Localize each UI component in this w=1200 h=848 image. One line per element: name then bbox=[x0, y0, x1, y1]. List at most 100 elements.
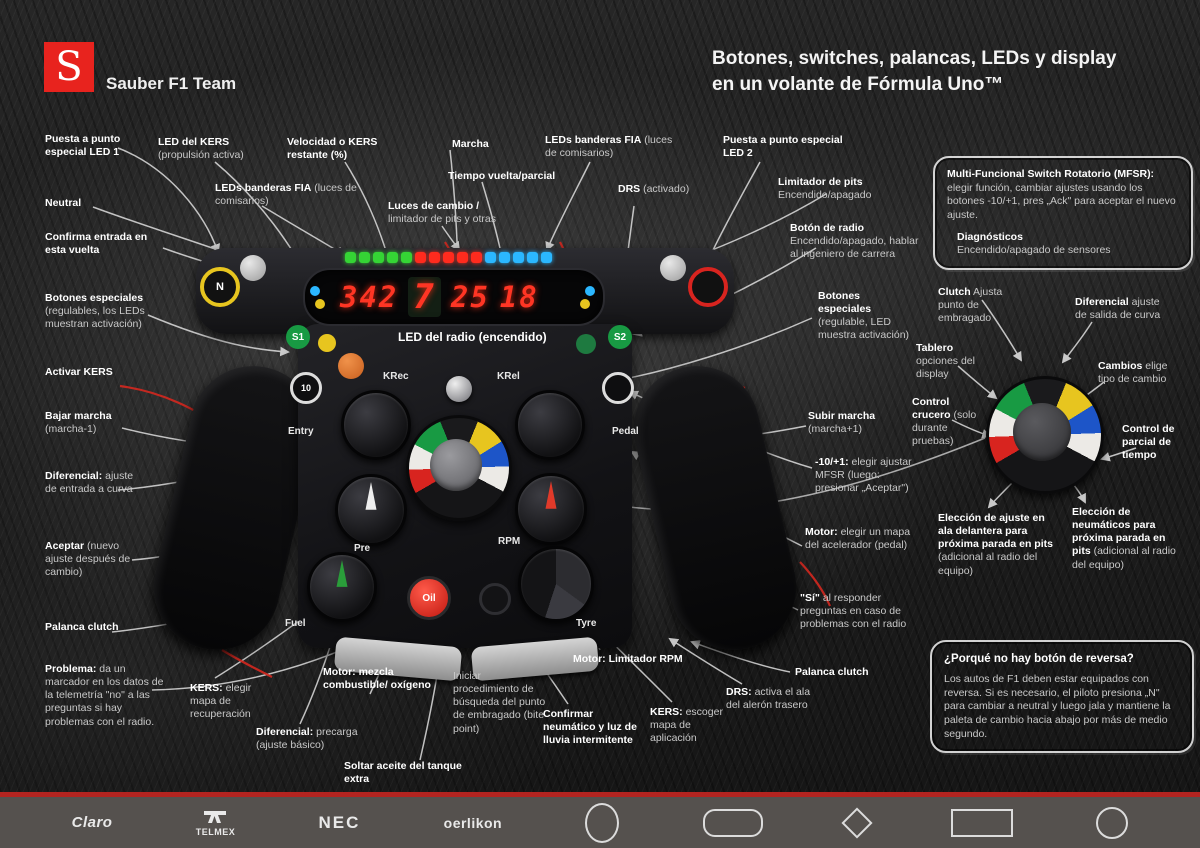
callout-mfsr-diferencial: Diferencial ajuste de salida de curva bbox=[1075, 296, 1161, 322]
callout-puesta-led1: Puesta a punto especial LED 1 bbox=[45, 133, 121, 159]
top-right-red-button bbox=[688, 267, 728, 307]
s2-button: S2 bbox=[608, 325, 632, 349]
s1-button: S1 bbox=[286, 325, 310, 349]
callout-mfsr-neumaticos: Elección de neumáticos para próxima para… bbox=[1072, 506, 1176, 571]
wheel-right-grip bbox=[621, 353, 809, 663]
sponsor-oerlikon: oerlikon bbox=[443, 814, 503, 831]
callout-si-responder: "Sí" al responder preguntas en caso de p… bbox=[800, 592, 907, 631]
team-name: Sauber F1 Team bbox=[106, 74, 237, 93]
led-red bbox=[457, 252, 468, 263]
rpm-knob bbox=[515, 473, 587, 545]
reversa-panel: ¿Porqué no hay botón de reversa? Los aut… bbox=[930, 640, 1194, 754]
sponsor-emblem-diamond-icon bbox=[841, 806, 873, 839]
neutral-button: N bbox=[200, 267, 240, 307]
led-blue bbox=[485, 252, 496, 263]
callout-mfsr-clutch: Clutch Ajusta punto de embragado bbox=[938, 286, 1003, 325]
mfsr-heading: Multi-Funcional Switch Rotatorio (MFSR): bbox=[947, 168, 1155, 180]
callout-boton-radio: Botón de radio Encendido/apagado, hablar… bbox=[790, 222, 919, 261]
entry-knob-label: Entry bbox=[288, 426, 314, 437]
radio-led-ball bbox=[446, 376, 472, 402]
oil-button: Oil bbox=[407, 576, 451, 620]
fuel-knob-label: Fuel bbox=[285, 618, 306, 629]
callout-confirmar-neumatico: Confirmar neumático y luz de lluvia inte… bbox=[543, 708, 637, 747]
callout-soltar-aceite: Soltar aceite del tanque extra bbox=[344, 760, 462, 786]
callout-confirma-entrada: Confirma entrada en esta vuelta bbox=[45, 231, 148, 257]
callout-mfsr-tablero: Tablero opciones del display bbox=[916, 342, 975, 381]
page-title-line1: Botones, switches, palancas, LEDs y disp… bbox=[712, 48, 1117, 69]
callout-marcha: Marcha bbox=[452, 138, 489, 150]
sponsor-emblem-crest-icon bbox=[1096, 806, 1129, 839]
callout-mfsr-ala-delantera: Elección de ajuste en ala delantera para… bbox=[938, 512, 1053, 577]
mfsr-diagnosticos: Diagnósticos bbox=[957, 230, 1023, 243]
pre-knob bbox=[335, 474, 407, 546]
page-title: Botones, switches, palancas, LEDs y disp… bbox=[712, 46, 1116, 97]
krec-knob-label: KRec bbox=[383, 371, 409, 382]
callout-luces-cambio: Luces de cambio / limitador de pits y ot… bbox=[388, 200, 496, 226]
callout-activar-kers: Activar KERS bbox=[45, 366, 113, 378]
led-yellow-small-right bbox=[580, 299, 590, 309]
led-red bbox=[429, 252, 440, 263]
sponsor-telmex: TELMEX bbox=[196, 809, 236, 837]
telmex-logo-icon bbox=[204, 810, 227, 823]
krel-knob bbox=[515, 390, 585, 460]
callout-led-kers: LED del KERS (propulsión activa) bbox=[158, 136, 244, 162]
callout-velocidad-kers: Velocidad o KERS restante (%) bbox=[287, 136, 378, 162]
callout-bajar-marcha: Bajar marcha (marcha-1) bbox=[45, 410, 112, 436]
callout-puesta-led2: Puesta a punto especial LED 2 bbox=[723, 134, 843, 160]
led-red bbox=[443, 252, 454, 263]
callout-botones-especiales-izq: Botones especiales (regulables, los LEDs… bbox=[45, 292, 145, 331]
led-green bbox=[387, 252, 398, 263]
callout-drs-ala: DRS: activa el ala del alerón trasero bbox=[726, 686, 811, 712]
led-green bbox=[373, 252, 384, 263]
display-digits: 342 7 25 18 bbox=[340, 277, 590, 317]
callout-botones-especiales-der: Botones especiales (regulable, LED muest… bbox=[818, 290, 910, 342]
callout-limitador-pits: Limitador de pits Encendido/apagado bbox=[778, 176, 872, 202]
led-blue-small-right bbox=[585, 286, 595, 296]
mfsr-diagnosticos-text: Encendido/apagado de sensores bbox=[957, 244, 1111, 257]
led-red bbox=[471, 252, 482, 263]
sponsor-bar: Claro TELMEX NEC oerlikon bbox=[0, 797, 1200, 848]
callout-aceptar: Aceptar (nuevo ajuste después de cambio) bbox=[45, 540, 131, 579]
led-blue-small-left bbox=[310, 286, 320, 296]
tyre-knob bbox=[518, 546, 594, 622]
top-left-silver-button bbox=[240, 255, 266, 281]
krec-knob bbox=[341, 390, 411, 460]
callout-subir-marcha: Subir marcha (marcha+1) bbox=[808, 410, 876, 436]
callout-motor-acelerador: Motor: elegir un mapa del acelerador (pe… bbox=[805, 526, 911, 552]
tyre-knob-label: Tyre bbox=[576, 618, 597, 629]
led-red bbox=[415, 252, 426, 263]
krel-knob-label: KRel bbox=[497, 371, 520, 382]
callout-palanca-clutch-der: Palanca clutch bbox=[795, 666, 869, 678]
top-right-silver-button bbox=[660, 255, 686, 281]
led-blue bbox=[513, 252, 524, 263]
mfsr-heading-text: elegir función, cambiar ajustes usando l… bbox=[947, 181, 1176, 221]
callout-banderas-fia-der: LEDs banderas FIA (luces de comisarios) bbox=[545, 134, 673, 160]
display-speed: 342 bbox=[340, 280, 399, 314]
callout-neutral: Neutral bbox=[45, 197, 82, 209]
callout-kers-recuperacion: KERS: elegir mapa de recuperación bbox=[190, 682, 252, 721]
mfsr-rotary-zoom-core bbox=[1013, 403, 1071, 461]
led-blue bbox=[499, 252, 510, 263]
callout-motor-mezcla: Motor: mezcla combustible/ oxígeno bbox=[323, 666, 431, 692]
page-title-line2: en un volante de Fórmula Uno™ bbox=[712, 73, 1004, 95]
minus10-button: 10 bbox=[290, 372, 322, 404]
radio-led-label: LED del radio (encendido) bbox=[398, 330, 547, 344]
mfsr-info-panel: Multi-Funcional Switch Rotatorio (MFSR):… bbox=[933, 156, 1193, 270]
yellow-button bbox=[318, 334, 336, 352]
pre-knob-label: Pre bbox=[354, 543, 371, 554]
callout-diferencial-entrada: Diferencial: ajuste de entrada a curva bbox=[45, 470, 134, 496]
sauber-logo: S bbox=[44, 42, 94, 92]
callout-mfsr-parcial: Control de parcial de tiempo bbox=[1122, 423, 1175, 462]
sponsor-claro: Claro bbox=[71, 814, 113, 831]
shift-led-strip bbox=[345, 252, 559, 265]
display-laptime-min: 25 bbox=[450, 280, 490, 314]
sponsor-emblem-rect-icon bbox=[951, 808, 1014, 837]
display-gear: 7 bbox=[408, 277, 441, 317]
sponsor-nec: NEC bbox=[318, 812, 361, 832]
sponsor-emblem-rounded-icon bbox=[702, 808, 763, 837]
footer-red-line bbox=[0, 792, 1200, 797]
callout-banderas-fia-izq: LEDs banderas FIA (luces de comisarios) bbox=[215, 182, 357, 208]
plus1-button bbox=[602, 372, 634, 404]
led-green bbox=[359, 252, 370, 263]
rpm-knob-label: RPM bbox=[498, 536, 521, 547]
